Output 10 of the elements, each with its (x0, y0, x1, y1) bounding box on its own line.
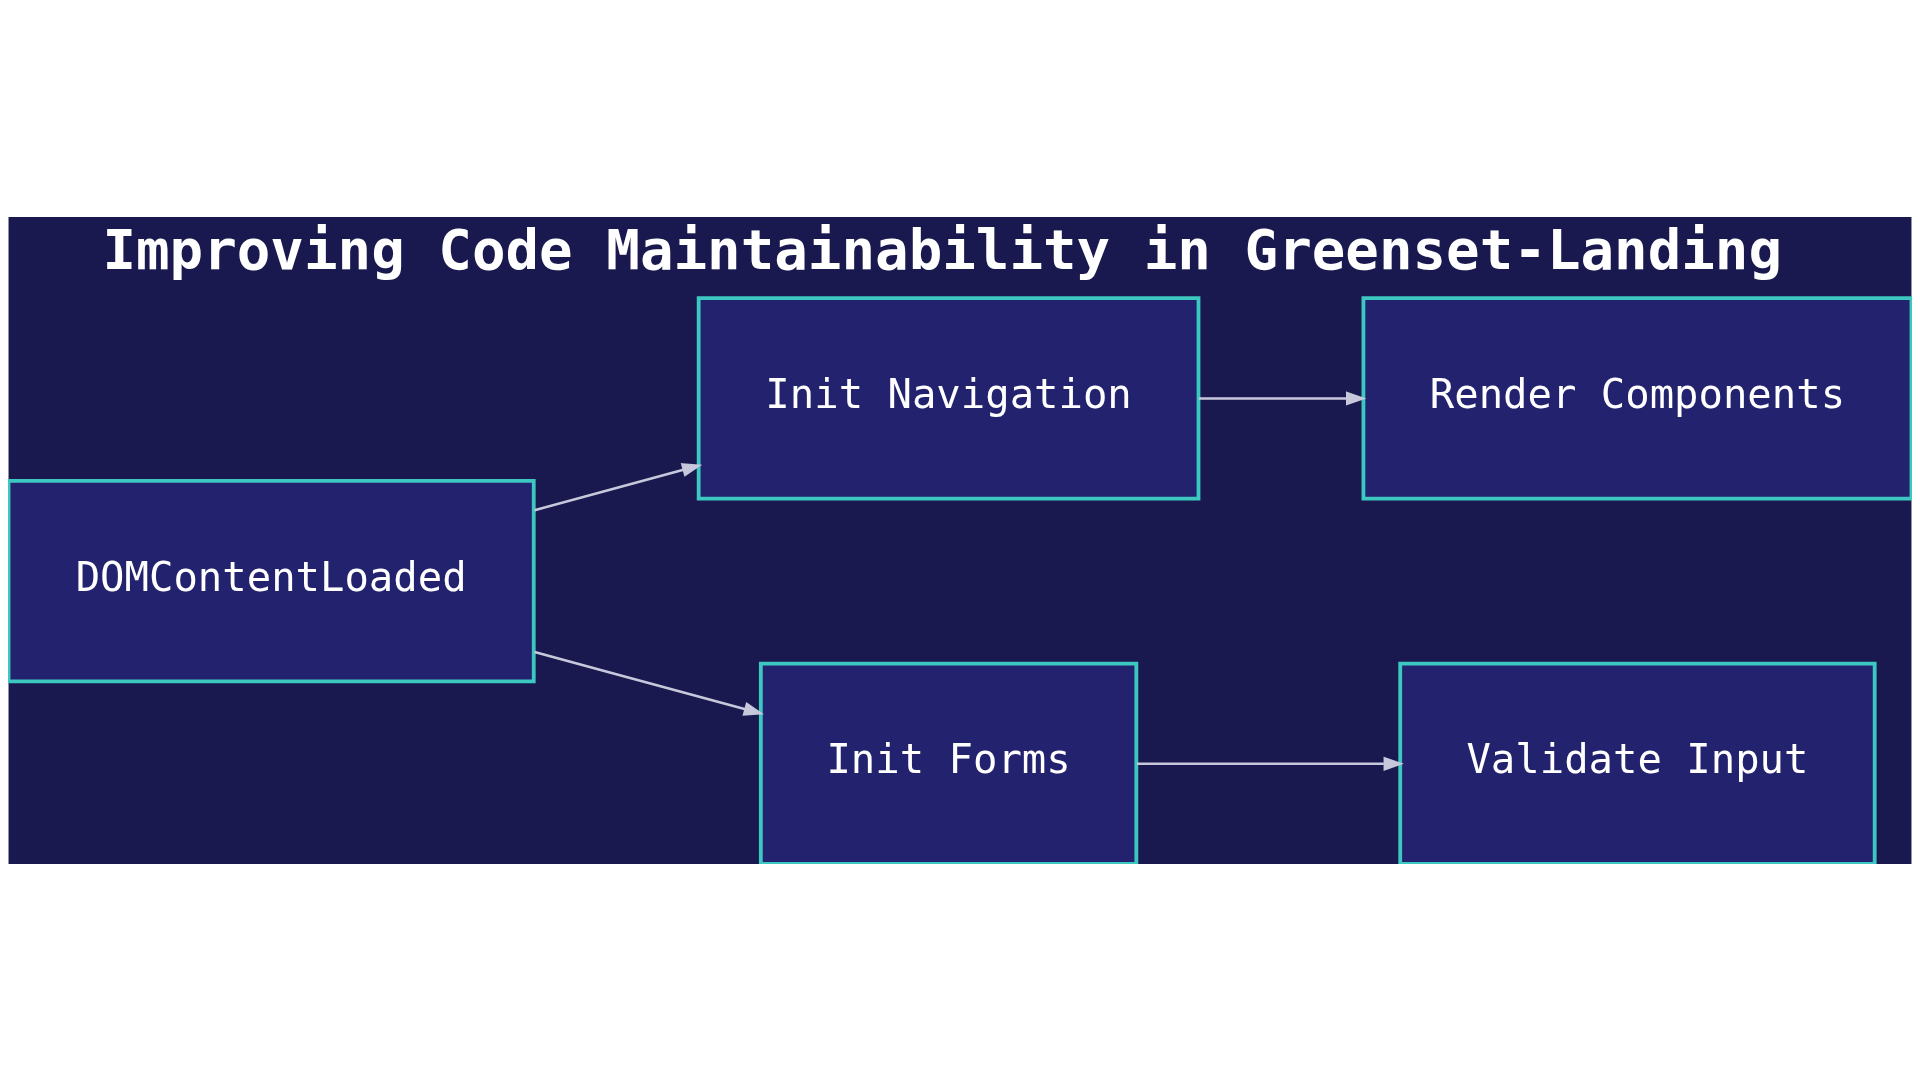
node-box: Render Components (1361, 295, 1912, 501)
diagram-title: Improving Code Maintainability in Greenset-Landing (102, 216, 1783, 282)
arrow (534, 462, 703, 511)
node-box: DOMContentLoaded (8, 478, 536, 683)
arrow (534, 650, 764, 716)
arrow (1137, 756, 1404, 771)
arrow (1198, 390, 1367, 406)
node-box: Validate Input (1398, 661, 1877, 864)
node-box: Init Forms (758, 661, 1139, 864)
node-box: Init Navigation (696, 295, 1201, 501)
